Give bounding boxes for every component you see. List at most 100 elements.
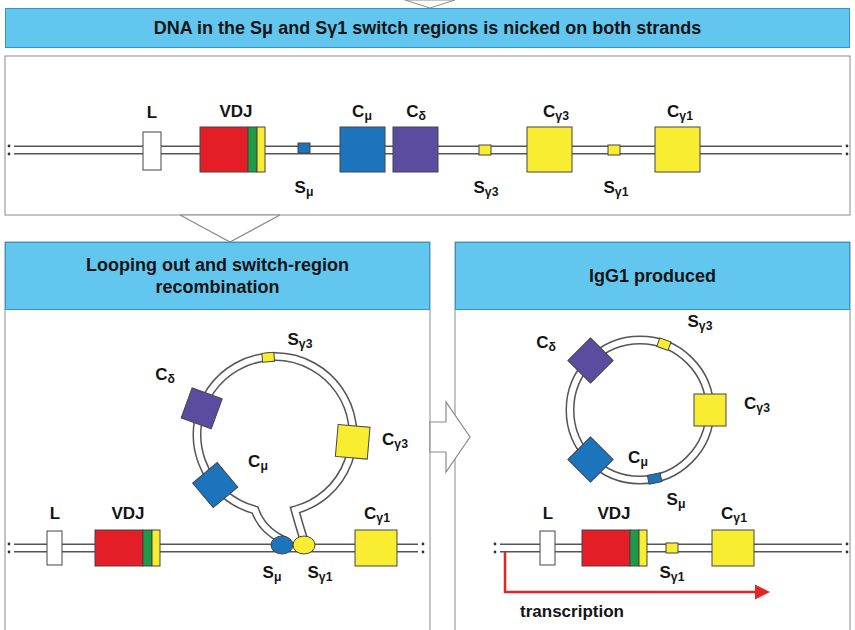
- gene-segment-label: VDJ: [219, 103, 252, 122]
- subscript: μ: [364, 109, 372, 123]
- subscript: γ1: [733, 511, 747, 525]
- d-segment: [143, 530, 152, 566]
- subscript: γ1: [679, 109, 693, 123]
- gene-segment-label: Sγ3: [288, 331, 313, 350]
- switch-mu: [647, 473, 662, 485]
- panel-title: Looping out and switch-region recombinat…: [53, 254, 383, 299]
- loop-dna-core: [197, 357, 353, 540]
- subscript: γ1: [615, 185, 629, 199]
- subscript: γ3: [299, 337, 313, 351]
- gene-segment-label: Cγ1: [721, 505, 747, 524]
- leader-exon: [540, 531, 555, 565]
- d-segment: [248, 127, 257, 172]
- switch-gamma1: [608, 145, 620, 155]
- c-mu: [568, 437, 613, 482]
- continuation-dot: [8, 145, 11, 148]
- top-panel: [5, 56, 850, 215]
- arrow-tip: [405, 0, 455, 8]
- j-segment: [257, 127, 265, 172]
- v-segment: [200, 127, 248, 172]
- gene-segment-label: VDJ: [111, 505, 144, 524]
- gene-segment-label: Sγ3: [474, 179, 499, 198]
- process-label: transcription: [520, 603, 624, 622]
- transcription-arrow: [505, 552, 758, 592]
- c-delta: [181, 388, 222, 429]
- switch-mu: [298, 143, 310, 153]
- gene-segment-label: Cγ1: [667, 103, 693, 122]
- transcription-arrowhead: [755, 585, 770, 600]
- panel-title: IgG1 produced: [589, 265, 716, 288]
- subscript: γ3: [485, 185, 499, 199]
- gene-segment-label: Sγ1: [660, 564, 685, 583]
- c-gamma1: [712, 530, 754, 566]
- c-gamma3: [335, 424, 370, 459]
- gene-segment-label: Cγ1: [364, 505, 390, 524]
- subscript: μ: [678, 497, 686, 511]
- c-gamma1: [355, 530, 397, 566]
- v-segment: [582, 530, 630, 566]
- switch-mu: [271, 536, 293, 554]
- subscript: γ3: [699, 319, 713, 333]
- j-segment: [639, 530, 647, 566]
- subscript: γ3: [394, 437, 408, 451]
- gene-segment-label: Cμ: [248, 453, 268, 472]
- gene-segment-label: Sμ: [667, 491, 686, 510]
- gene-segment-label: Cδ: [536, 334, 556, 353]
- c-delta: [568, 338, 613, 383]
- leader-exon: [47, 531, 62, 565]
- continuation-dot: [846, 543, 849, 546]
- gene-segment-label: VDJ: [597, 505, 630, 524]
- step-text: DNA in the Sμ and Sγ1 switch regions is …: [154, 17, 701, 40]
- loop-dna: [197, 357, 353, 540]
- gene-segment-label: Sγ1: [604, 179, 629, 198]
- v-segment: [95, 530, 143, 566]
- c-gamma1: [655, 127, 700, 172]
- subscript: μ: [640, 455, 648, 469]
- gene-segment-label: Cμ: [628, 449, 648, 468]
- gene-segment-label: Sμ: [295, 179, 314, 198]
- subscript: γ1: [671, 570, 685, 584]
- panel-header: Looping out and switch-region recombinat…: [5, 242, 430, 310]
- gene-segment-label: Cμ: [352, 103, 372, 122]
- continuation-dot: [846, 145, 849, 148]
- continuation-dot: [846, 153, 849, 156]
- gene-segment-label: L: [147, 104, 157, 123]
- continuation-dot: [422, 543, 425, 546]
- switch-gamma3: [657, 338, 671, 351]
- gene-segment-label: Sμ: [263, 564, 282, 583]
- d-segment: [630, 530, 639, 566]
- c-gamma3: [694, 394, 726, 426]
- gene-segment-label: Sγ3: [688, 313, 713, 332]
- subscript: μ: [306, 185, 314, 199]
- right-panel: [455, 242, 850, 630]
- switch-gamma1: [666, 543, 678, 553]
- subscript: δ: [418, 109, 425, 123]
- c-mu: [340, 127, 385, 172]
- left-panel: [5, 242, 430, 630]
- right-arrow: [430, 402, 470, 472]
- gene-segment-label: Cδ: [406, 103, 426, 122]
- gene-segment-label: L: [543, 505, 553, 524]
- subscript: μ: [274, 570, 282, 584]
- continuation-dot: [494, 543, 497, 546]
- gene-segment-label: Cγ3: [744, 395, 770, 414]
- j-segment: [152, 530, 160, 566]
- switch-gamma1: [293, 536, 315, 554]
- subscript: μ: [260, 459, 268, 473]
- subscript: δ: [167, 372, 174, 386]
- leader-exon: [143, 132, 161, 170]
- c-mu: [193, 463, 238, 508]
- switch-gamma3: [262, 352, 275, 362]
- gene-segment-label: Cγ3: [543, 103, 569, 122]
- gene-segment-label: Cδ: [155, 366, 175, 385]
- continuation-dot: [8, 543, 11, 546]
- switch-gamma3: [479, 145, 491, 155]
- continuation-dot: [422, 551, 425, 554]
- step-banner: DNA in the Sμ and Sγ1 switch regions is …: [5, 8, 850, 48]
- subscript: γ1: [376, 511, 390, 525]
- c-delta: [393, 127, 438, 172]
- down-arrow: [180, 215, 280, 242]
- subscript: δ: [548, 340, 555, 354]
- gene-segment-label: L: [50, 505, 60, 524]
